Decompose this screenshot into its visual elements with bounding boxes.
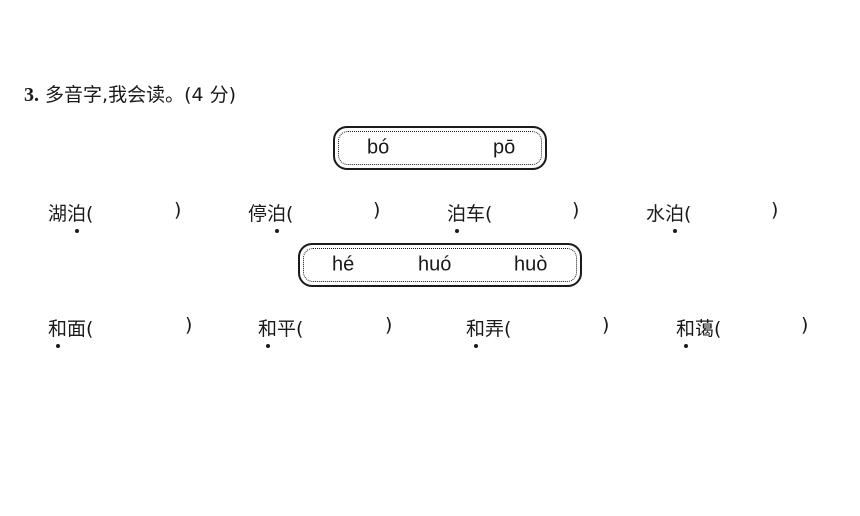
dot-char: 和 xyxy=(466,314,485,348)
word-heai: 和蔼( xyxy=(676,314,721,348)
paren-close: ) xyxy=(602,314,610,336)
word-tingbo: 停泊( xyxy=(248,199,293,233)
paren-close: ) xyxy=(572,199,580,221)
pinyin-he: hé xyxy=(332,253,355,276)
word-huonong: 和弄( xyxy=(466,314,511,348)
word-hupo: 湖泊( xyxy=(48,199,93,233)
question-text: 多音字,我会读。(4 分) xyxy=(45,84,237,106)
dot-char: 和 xyxy=(676,314,695,348)
paren-close: ) xyxy=(771,199,779,221)
word-shuipo: 水泊( xyxy=(646,199,691,233)
pinyin-huo4: huò xyxy=(514,253,548,276)
word-boche: 泊车( xyxy=(447,199,492,233)
word-heping: 和平( xyxy=(258,314,303,348)
pinyin-box-1: bó pō xyxy=(333,126,547,170)
pinyin-box-2: hé huó huò xyxy=(298,243,582,287)
paren-close: ) xyxy=(373,199,381,221)
dot-char: 泊 xyxy=(267,199,286,233)
paren-close: ) xyxy=(174,199,182,221)
dot-char: 泊 xyxy=(665,199,684,233)
dot-char: 和 xyxy=(258,314,277,348)
pinyin-po: pō xyxy=(493,136,516,159)
dot-char: 和 xyxy=(48,314,67,348)
question-number: 3. xyxy=(24,84,39,106)
paren-close: ) xyxy=(385,314,393,336)
pinyin-huo2: huó xyxy=(418,253,452,276)
paren-close: ) xyxy=(185,314,193,336)
paren-close: ) xyxy=(801,314,809,336)
word-huomian: 和面( xyxy=(48,314,93,348)
question-title: 3. 多音字,我会读。(4 分) xyxy=(24,80,236,107)
pinyin-bo: bó xyxy=(367,136,390,159)
dot-char: 泊 xyxy=(447,199,466,233)
dot-char: 泊 xyxy=(67,199,86,233)
